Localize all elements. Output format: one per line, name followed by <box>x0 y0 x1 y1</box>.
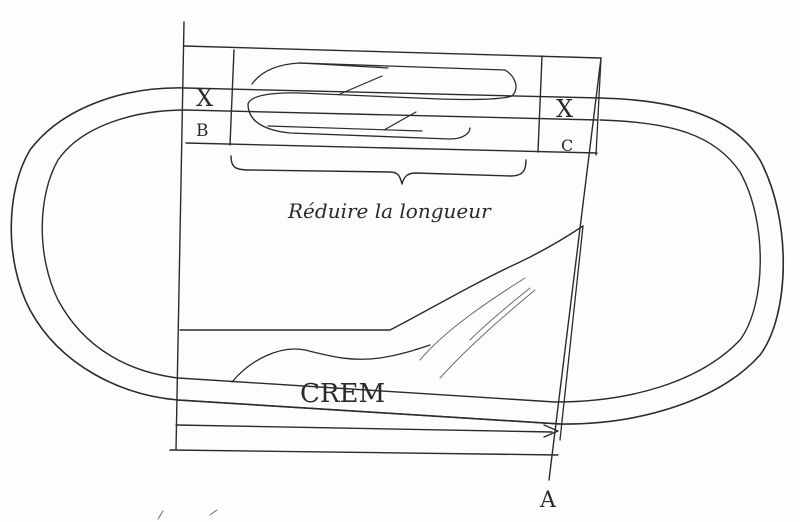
ramp-hatch-3 <box>469 287 531 341</box>
ramp-right-edge <box>559 225 584 441</box>
band-line-2 <box>185 87 601 99</box>
ramp-hatch-2 <box>439 289 536 379</box>
band-top-line <box>183 45 602 59</box>
bottom-rail-1 <box>177 399 561 425</box>
box-b-divider <box>229 49 235 146</box>
left-frame-line <box>175 21 185 451</box>
brace-note: Réduire la longueur <box>287 199 492 223</box>
box-c-divider <box>537 55 543 153</box>
label-c: C <box>561 136 573 155</box>
crem-label: CREM <box>300 379 385 409</box>
bottom-rail-3 <box>169 449 559 456</box>
band-line-3 <box>185 109 599 121</box>
folded-element-stroke-2 <box>339 75 383 95</box>
ramp-outline <box>179 225 584 331</box>
cross-left-mark: X <box>196 84 213 112</box>
stray-mark-2 <box>209 509 218 516</box>
label-b: B <box>196 121 209 141</box>
label-a: A <box>539 488 557 513</box>
cross-right-mark: X <box>556 95 573 123</box>
wave-shape <box>231 344 431 383</box>
folded-element-stroke-1 <box>299 62 389 69</box>
bottom-rail-2 <box>175 424 553 433</box>
folded-element-outline <box>247 62 517 140</box>
right-frame-line-upper <box>595 57 602 156</box>
outer-loop-inner <box>41 109 761 403</box>
stray-mark-1 <box>157 510 164 520</box>
band-bottom-line <box>185 142 598 154</box>
length-brace <box>230 155 527 185</box>
right-frame-line <box>548 57 602 481</box>
ramp-hatch-1 <box>419 277 526 361</box>
rail-arrow-tip <box>543 424 559 438</box>
folded-element-stroke-4 <box>383 111 417 131</box>
folded-element-stroke-3 <box>267 125 423 132</box>
